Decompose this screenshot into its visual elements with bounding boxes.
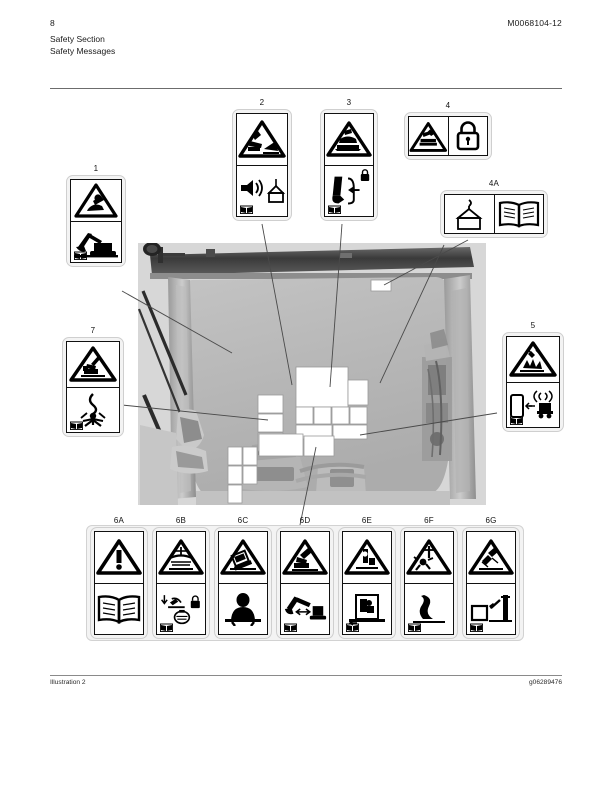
decal-callout-6g[interactable]: 6G: [462, 516, 520, 639]
decal-callout-6f[interactable]: 6F: [400, 516, 458, 639]
warning-triangle-seat-adjust-icon: [343, 532, 391, 583]
decal-label-4: 4: [445, 101, 451, 110]
decal-label-7: 7: [90, 326, 96, 335]
manual-book-icon: [74, 251, 87, 260]
warning-triangle-falling-object-icon: [71, 180, 121, 221]
leader-7: [121, 404, 269, 421]
operator-seat-icon: [343, 582, 391, 635]
manual-book-icon: [284, 623, 297, 632]
manual-book-icon: [328, 205, 341, 214]
manual-book-icon: [240, 205, 253, 214]
wireless-remote-machine-icon: [507, 381, 559, 428]
decal-label-1: 1: [93, 164, 99, 173]
leader-3: [329, 223, 343, 388]
decal-callout-1[interactable]: 1: [66, 164, 126, 267]
open-book-manual-icon: [95, 582, 143, 635]
decal-label-6d: 6D: [299, 516, 311, 525]
open-book-manual-icon: [493, 195, 544, 233]
decal-callout-6c[interactable]: 6C: [214, 516, 272, 639]
warning-triangle-exclamation-icon: [95, 532, 143, 583]
decal-callout-6a[interactable]: 6A: [90, 516, 148, 639]
warning-triangle-boom-swing-icon: [281, 532, 329, 583]
leader-4a: [383, 239, 469, 286]
footer-divider: [50, 675, 562, 676]
warning-triangle-tipover-icon: [219, 532, 267, 583]
decal-callout-6e[interactable]: 6E: [338, 516, 396, 639]
decal-label-6a: 6A: [113, 516, 125, 525]
warning-triangle-crushing-hazard-icon: [325, 114, 373, 165]
decal-callout-2[interactable]: 2: [232, 98, 292, 221]
leader-lines: [121, 223, 498, 526]
section-title: Safety Section: [50, 34, 105, 44]
accumulator-release-lock-icon: [157, 582, 205, 635]
decal-callout-4a[interactable]: 4A: [440, 179, 548, 238]
leader-2: [261, 223, 293, 386]
excavator-cab-photo: [138, 243, 486, 505]
decal-label-6b: 6B: [175, 516, 187, 525]
manual-book-icon: [70, 421, 83, 430]
decal-callout-7[interactable]: 7: [62, 326, 124, 437]
seatbelt-person-icon: [219, 582, 267, 635]
decal-callout-4[interactable]: 4: [404, 101, 492, 160]
header-divider: [50, 88, 562, 89]
warning-triangle-window-break-icon: [467, 532, 515, 583]
slip-hazard-icon: [405, 582, 453, 635]
emergency-exit-hammer-icon: [467, 582, 515, 635]
decal-callout-3[interactable]: 3: [320, 98, 378, 221]
padlock-icon: [447, 117, 488, 155]
decal-callout-6d[interactable]: 6D: [276, 516, 334, 639]
warning-triangle-excavator-tipping-icon: [67, 342, 119, 387]
window-wiper-arrow-icon: [325, 164, 373, 217]
warning-triangle-spring-pressure-icon: [157, 532, 205, 583]
graphic-id: g06289476: [528, 679, 562, 686]
leader-1: [121, 290, 233, 354]
page-header: 8 M0068104-12 Safety Section Safety Mess…: [50, 18, 562, 80]
warning-triangle-falling-person-icon: [405, 532, 453, 583]
page-number: 8: [50, 18, 55, 28]
decal-label-6g: 6G: [485, 516, 497, 525]
decal-label-6f: 6F: [424, 516, 434, 525]
decal-callout-6b[interactable]: 6B: [152, 516, 210, 639]
decal-label-6c: 6C: [237, 516, 249, 525]
subsection-title: Safety Messages: [50, 45, 116, 56]
excavator-boom-reach-icon: [281, 582, 329, 635]
document-number: M0068104-12: [507, 18, 562, 28]
warning-triangle-excavator-rollover-icon: [237, 114, 287, 165]
illustration-caption: Illustration 2: [50, 679, 86, 686]
overhead-line-electrocution-icon: [67, 386, 119, 433]
decal-label-4a: 4A: [488, 179, 500, 188]
horn-and-suspended-load-icon: [237, 164, 287, 217]
decal-label-2: 2: [259, 98, 265, 107]
manual-book-icon: [470, 623, 483, 632]
illustration-figure: 1: [0, 95, 612, 670]
page-footer: Illustration 2 g06289476: [50, 679, 562, 693]
decal-callout-5[interactable]: 5: [502, 321, 564, 432]
decal-label-5: 5: [530, 321, 536, 330]
manual-book-icon: [160, 623, 173, 632]
decal-label-6e: 6E: [361, 516, 373, 525]
leader-4: [379, 244, 445, 384]
manual-book-icon: [408, 623, 421, 632]
leader-6-group: [299, 446, 317, 526]
padlock-icon: [360, 168, 370, 182]
leader-5: [359, 412, 498, 436]
excavator-icon: [71, 220, 121, 263]
manual-book-icon: [346, 623, 359, 632]
warning-triangle-explosion-icon: [507, 337, 559, 382]
manual-book-icon: [510, 416, 523, 425]
warning-triangle-hand-crush-icon: [409, 117, 448, 155]
decal-placement-markers: [227, 279, 392, 504]
hoist-lifting-point-icon: [445, 195, 494, 233]
decal-label-3: 3: [346, 98, 352, 107]
